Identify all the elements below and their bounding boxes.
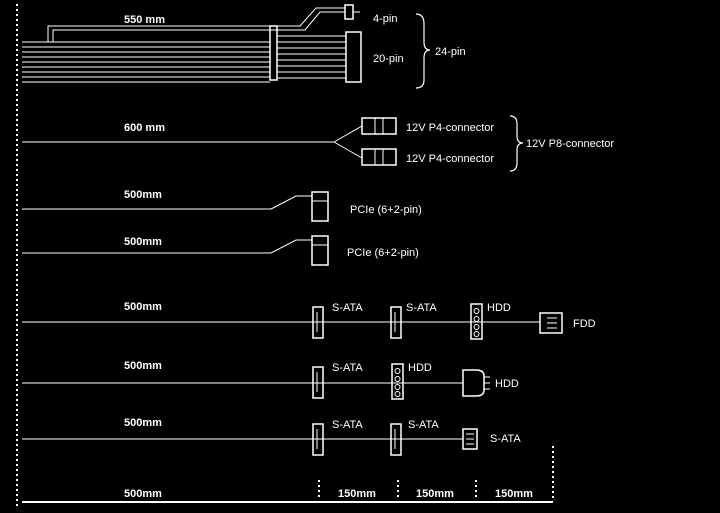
eps-p4a-label: 12V P4-connector	[406, 122, 494, 134]
row3-sata3-label: S-ATA	[490, 433, 521, 445]
connector-4pin	[344, 4, 354, 20]
row3-sata1-label: S-ATA	[332, 419, 363, 431]
fdd-connector	[539, 312, 563, 334]
scale-150mm-label-2: 150mm	[416, 488, 454, 500]
row1-hdd-label: HDD	[487, 302, 511, 314]
connector-p4-top	[361, 117, 397, 135]
molex-female-connector	[462, 369, 485, 397]
peripheral-cable-row3	[22, 423, 478, 456]
connector-pcie-1	[311, 191, 329, 222]
pcie2-label: PCIe (6+2-pin)	[347, 247, 419, 259]
row1-fdd-label: FDD	[573, 318, 596, 330]
row2-hdd1-label: HDD	[408, 362, 432, 374]
row1-length-label: 500mm	[124, 301, 162, 313]
length-scale	[22, 446, 554, 503]
connector-pcie-2	[311, 235, 329, 266]
eps-p8-label: 12V P8-connector	[526, 138, 614, 150]
brace-p8	[509, 115, 524, 172]
sata-end-connector	[462, 428, 478, 450]
pcie-cable-2	[22, 235, 329, 266]
brace-24pin	[415, 13, 431, 89]
row1-sata1-label: S-ATA	[332, 302, 363, 314]
scale-150mm-label-3: 150mm	[495, 488, 533, 500]
row2-sata-label: S-ATA	[332, 362, 363, 374]
atx-4pin-label: 4-pin	[373, 13, 397, 25]
molex-connector	[391, 363, 404, 400]
row1-sata2-label: S-ATA	[406, 302, 437, 314]
row3-sata2-label: S-ATA	[408, 419, 439, 431]
atx-24pin-label: 24-pin	[435, 46, 466, 58]
eps-p4b-label: 12V P4-connector	[406, 153, 494, 165]
eps-length-label: 600 mm	[124, 122, 165, 134]
atx-20pin-label: 20-pin	[373, 53, 404, 65]
scale-500mm-label: 500mm	[124, 488, 162, 500]
peripheral-cable-row1	[22, 303, 563, 340]
molex-connector	[470, 303, 483, 340]
pcie1-length-label: 500mm	[124, 189, 162, 201]
pcie-cable-1	[22, 191, 329, 222]
sata-connector	[312, 306, 324, 339]
atx-length-label: 550 mm	[124, 14, 165, 26]
scale-150mm-label-1: 150mm	[338, 488, 376, 500]
eps-12v-cable	[22, 115, 524, 172]
pcie1-label: PCIe (6+2-pin)	[350, 204, 422, 216]
pcie2-length-label: 500mm	[124, 236, 162, 248]
row2-hdd2-label: HDD	[495, 378, 519, 390]
sata-connector	[390, 306, 402, 339]
row3-length-label: 500mm	[124, 417, 162, 429]
atx-24pin-cable	[22, 4, 431, 89]
connector-p4-bottom	[361, 148, 397, 166]
connector-20pin	[345, 31, 362, 83]
sata-connector	[312, 366, 324, 399]
sata-connector	[312, 423, 324, 456]
row2-length-label: 500mm	[124, 360, 162, 372]
peripheral-cable-row2	[22, 363, 490, 400]
sata-connector	[390, 423, 402, 456]
